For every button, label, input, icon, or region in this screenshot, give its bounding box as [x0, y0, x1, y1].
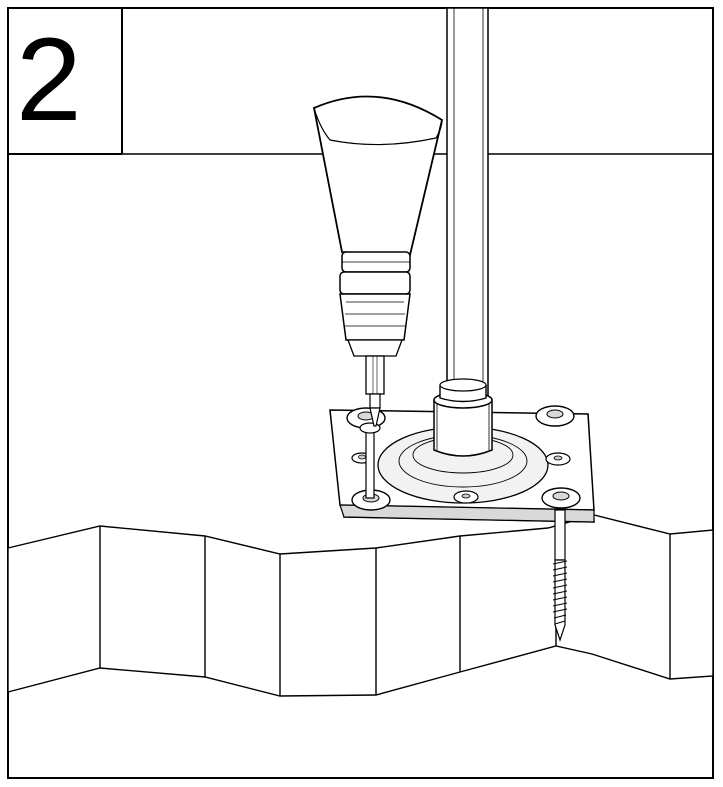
cordless-drill-icon [312, 95, 444, 427]
square-base-plate-icon [329, 378, 595, 523]
lag-screw-icon [552, 509, 568, 642]
plate-small-bolt-icon [453, 490, 479, 504]
stone-wall-surface-icon [7, 514, 714, 697]
metal-pole-icon [446, 7, 489, 399]
step-number: 2 [16, 14, 82, 146]
plate-bolt-icon [541, 487, 581, 509]
plate-small-bolt-icon [545, 452, 571, 466]
plate-bolt-icon [535, 405, 575, 427]
